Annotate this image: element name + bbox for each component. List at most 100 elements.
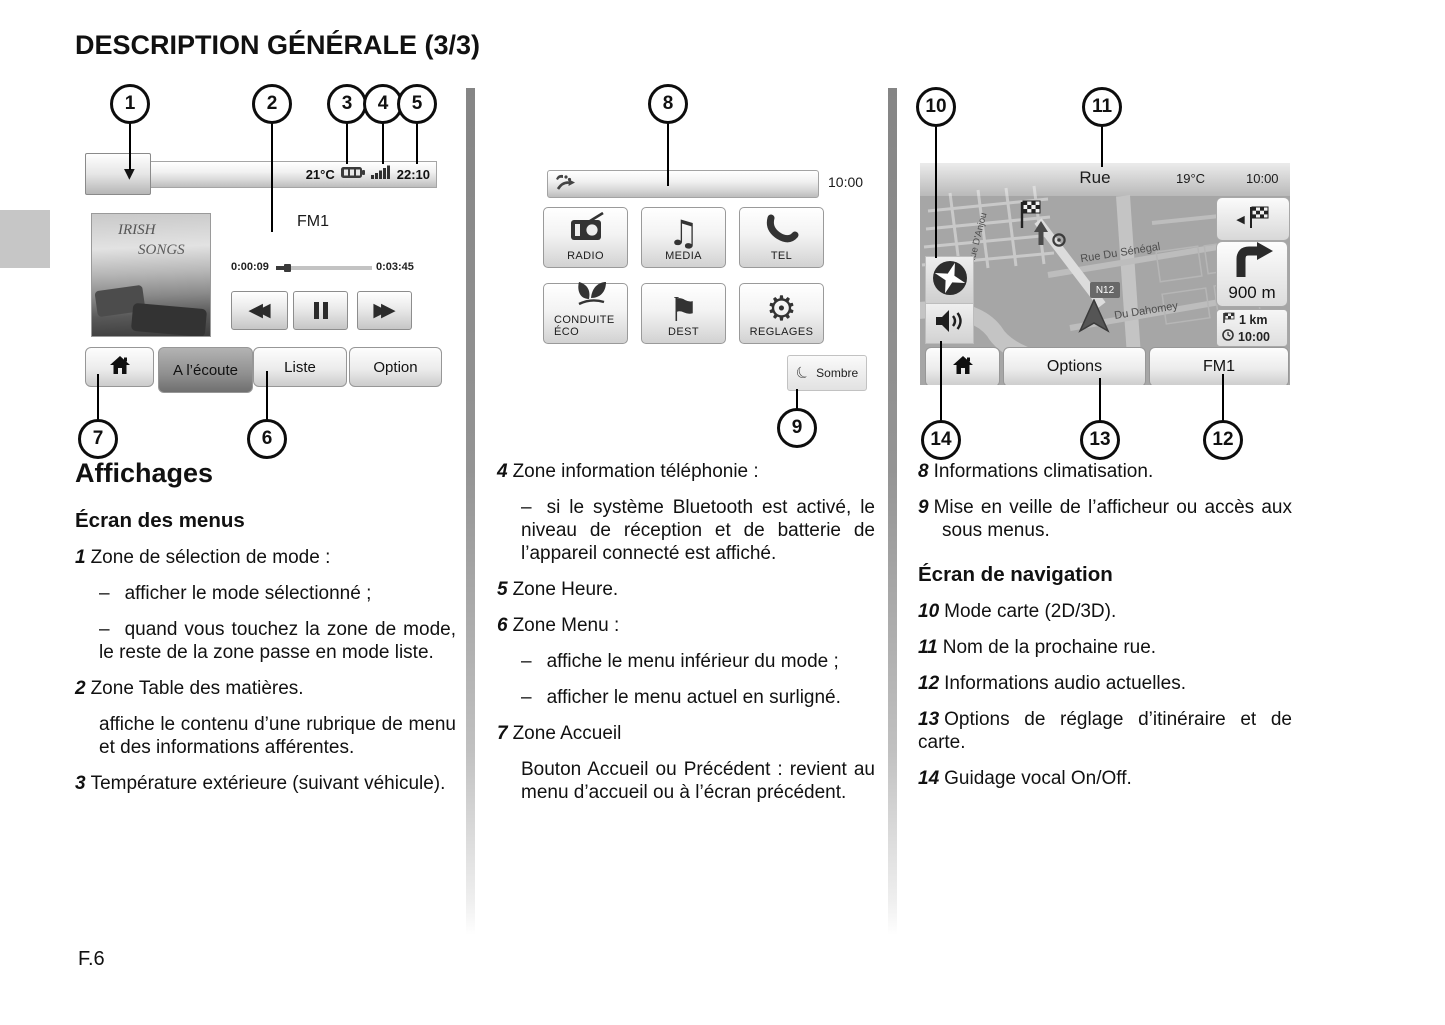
subsection-heading: Écran de navigation <box>918 562 1113 586</box>
nav-screen: Rue 19°C 10:00 Rue D'Anjou Rue Du Sénéga… <box>920 163 1290 385</box>
media-button[interactable]: ♫ MEDIA <box>641 207 726 268</box>
progress-knob[interactable] <box>284 264 291 272</box>
battery-icon <box>340 166 365 184</box>
list-subitem: –affiche le menu inférieur du mode ; <box>521 650 839 672</box>
elapsed-time: 0:00:09 <box>231 261 269 273</box>
distance-flag-icon <box>1222 312 1235 327</box>
column-separator <box>466 88 475 935</box>
dark-mode-label: Sombre <box>816 366 859 380</box>
home-icon <box>952 356 973 378</box>
next-maneuver-panel[interactable]: 900 m <box>1216 241 1288 307</box>
media-tab-listening[interactable]: A l’écoute <box>158 347 253 393</box>
clock-value: 22:10 <box>396 167 430 182</box>
nav-temperature: 19°C <box>1176 171 1206 186</box>
list-subitem: –quand vous touchez la zone de mode, le … <box>99 618 456 663</box>
arrival-time: 10:00 <box>1238 329 1270 344</box>
callout-badge-8: 8 <box>648 84 688 124</box>
compass-icon <box>931 259 969 302</box>
media-tab-list[interactable]: Liste <box>253 347 347 387</box>
position-arrow-icon <box>1078 298 1110 338</box>
callout-line <box>667 122 669 186</box>
callout-badge-1: 1 <box>110 84 150 124</box>
callout-badge-13: 13 <box>1080 420 1120 460</box>
list-item-description: Bouton Accueil ou Précédent : revient au… <box>521 758 875 803</box>
tab-label: FM1 <box>1203 358 1235 375</box>
tel-button[interactable]: TEL <box>739 207 824 268</box>
callout-badge-12: 12 <box>1203 420 1243 460</box>
trip-info-box: 1 km 10:00 <box>1216 309 1288 347</box>
media-home-tab[interactable] <box>85 347 154 387</box>
total-time: 0:03:45 <box>376 261 414 273</box>
dest-flag-icon: ⚑ <box>668 289 699 329</box>
callout-line <box>271 122 273 232</box>
list-subitem: –afficher le menu actuel en surligné. <box>521 686 841 708</box>
rewind-button[interactable]: ◀◀ <box>231 291 288 330</box>
route-overview-button[interactable]: ◀ <box>1216 197 1290 241</box>
nav-audio-tab[interactable]: FM1 <box>1149 347 1289 385</box>
destination-button[interactable]: ⚑ DEST <box>641 283 726 344</box>
album-title-line1: IRISH <box>118 222 156 238</box>
tab-label: Option <box>373 358 418 376</box>
tab-label: A l’écoute <box>172 361 239 379</box>
pause-button[interactable] <box>293 291 348 330</box>
callout-badge-10: 10 <box>916 87 956 127</box>
map-mode-button[interactable] <box>925 256 974 304</box>
tab-label: Options <box>1046 358 1103 375</box>
callout-line <box>382 122 384 164</box>
nav-options-tab[interactable]: Options <box>1003 347 1146 385</box>
section-heading: Affichages <box>75 458 214 488</box>
voice-guidance-button[interactable] <box>925 303 974 344</box>
page-number: F.6 <box>78 948 105 970</box>
settings-button[interactable]: ⚙ REGLAGES <box>739 283 824 344</box>
forward-icon: ▶▶ <box>373 299 395 321</box>
column-separator <box>888 88 897 935</box>
page-edge-tab <box>0 210 50 268</box>
media-tab-option[interactable]: Option <box>349 347 442 387</box>
forward-button[interactable]: ▶▶ <box>357 291 412 330</box>
climate-icon <box>554 172 582 197</box>
remaining-distance: 1 km <box>1239 312 1268 327</box>
nav-home-tab[interactable] <box>925 347 1000 385</box>
list-item-description: affiche le contenu d’une rubrique de men… <box>99 713 456 758</box>
tab-label: Liste <box>284 358 316 376</box>
media-screen: 21°C 22:10 ▼ IRISH SONGS FM1 0:00:09 <box>85 153 442 393</box>
rewind-icon: ◀◀ <box>248 299 270 321</box>
maneuver-flag-icon <box>1248 205 1270 234</box>
menu-clock: 10:00 <box>828 174 864 190</box>
callout-line <box>1222 374 1224 421</box>
left-arrow-icon: ◀ <box>1236 212 1245 226</box>
callout-line <box>940 341 942 421</box>
climate-info-bar[interactable] <box>547 170 819 198</box>
album-art: IRISH SONGS <box>91 213 211 337</box>
list-subitem: –si le système Bluetooth est activé, le … <box>521 496 875 564</box>
progress-fill <box>276 266 286 270</box>
road-number-badge: N12 <box>1090 282 1120 298</box>
speaker-icon <box>934 308 966 339</box>
album-rock-shape <box>130 302 208 336</box>
progress-bar[interactable] <box>276 264 372 272</box>
dark-mode-button[interactable]: ☾ Sombre <box>787 355 867 391</box>
callout-badge-7: 7 <box>78 419 118 459</box>
mode-select-button[interactable]: ▼ <box>85 153 151 195</box>
tel-icon <box>765 213 799 248</box>
radio-button[interactable]: RADIO <box>543 207 628 268</box>
radio-icon <box>566 211 606 247</box>
waypoint-icon <box>1052 233 1066 252</box>
turn-right-icon <box>1229 241 1275 282</box>
callout-badge-9: 9 <box>777 408 817 448</box>
